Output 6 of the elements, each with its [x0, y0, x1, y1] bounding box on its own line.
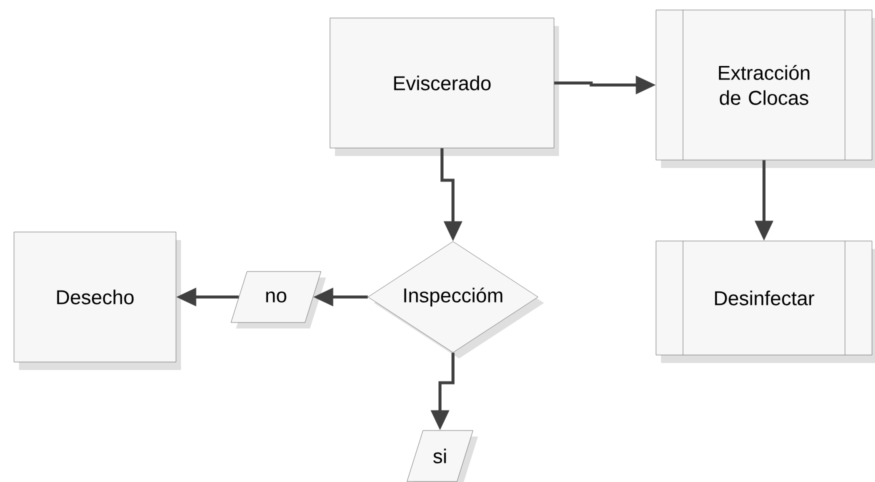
process-box: Desecho: [14, 232, 181, 370]
data-parallelogram: no: [230, 271, 326, 328]
process-box: Eviscerado: [330, 18, 559, 156]
data-parallelogram: si: [406, 430, 478, 482]
subprocess-box: Extracción de Clocas: [656, 10, 875, 168]
subprocess-box: Desinfectar: [656, 240, 875, 363]
